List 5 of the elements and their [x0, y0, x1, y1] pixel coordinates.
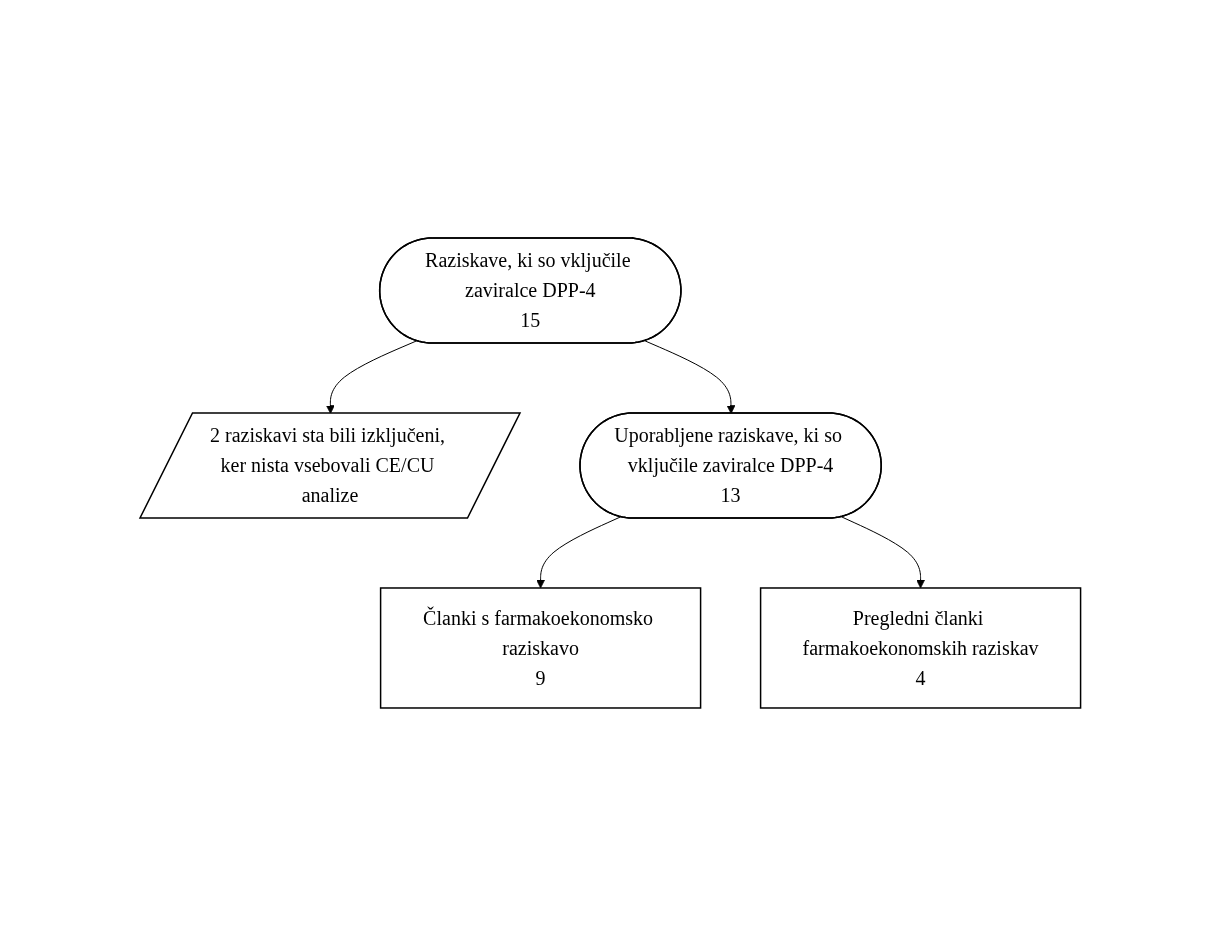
node-box: Članki s farmakoekonomsko raziskavo 9	[379, 586, 702, 709]
arrow	[840, 515, 925, 588]
arrow	[535, 515, 621, 588]
node-box: Pregledni članki farmakoekonomskih raziskav 4	[759, 586, 1082, 709]
arrow	[644, 339, 736, 414]
